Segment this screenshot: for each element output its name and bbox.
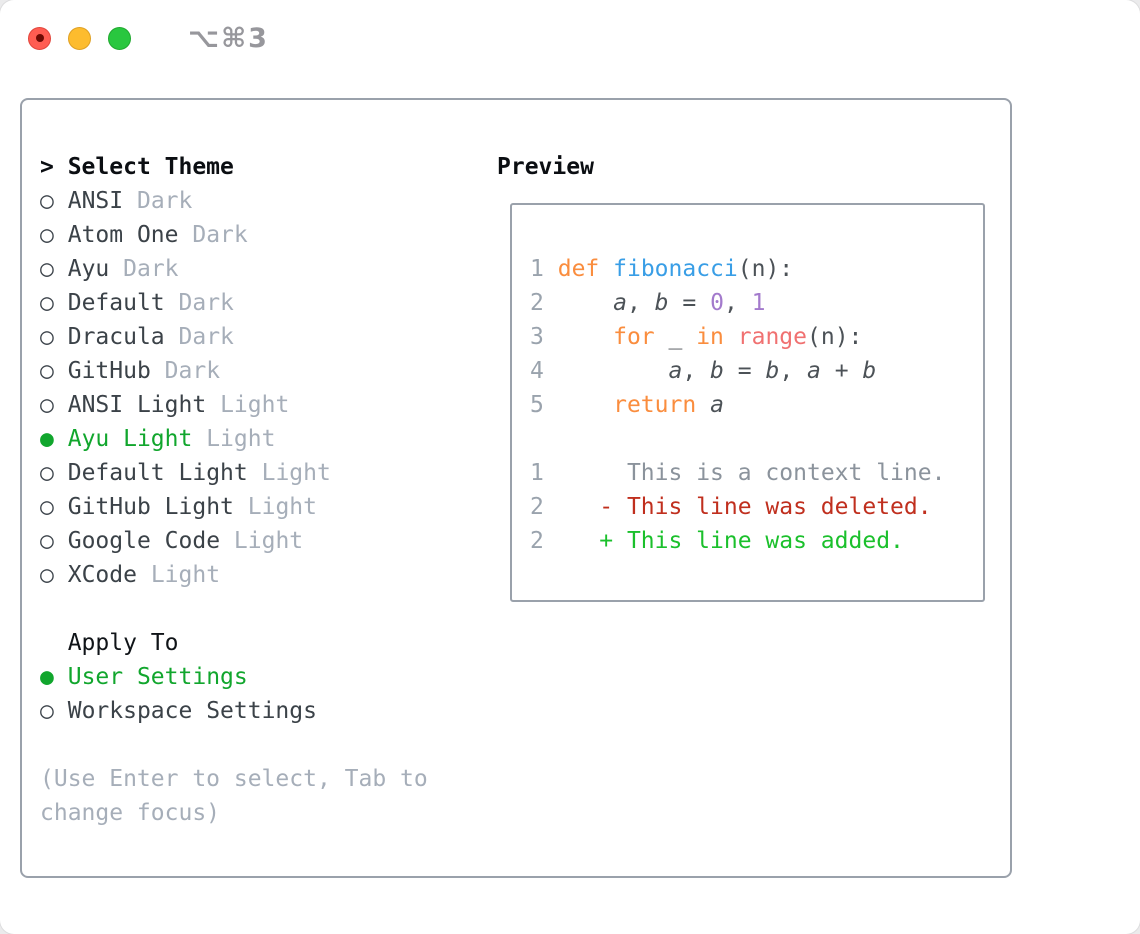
- apply-to-option[interactable]: ● User Settings: [40, 664, 248, 690]
- theme-item[interactable]: ○ XCode Light: [40, 562, 221, 588]
- theme-item[interactable]: ● Ayu Light Light: [40, 426, 276, 452]
- zoom-button[interactable]: [108, 26, 131, 50]
- preview-header: Preview: [497, 154, 594, 180]
- preview-code-box: 1 def fibonacci(n): 2 a, b = 0, 1 3 for _ …: [510, 203, 985, 602]
- theme-item[interactable]: ○ Ayu Dark: [40, 256, 179, 282]
- theme-item[interactable]: ○ Atom One Dark: [40, 222, 248, 248]
- title-bar: ⌥⌘3: [0, 0, 1140, 76]
- code-line: 4 a, b = b, a + b: [530, 358, 877, 384]
- select-theme-header: > Select Theme: [40, 154, 234, 180]
- theme-item[interactable]: ○ GitHub Light Light: [40, 494, 317, 520]
- theme-item[interactable]: ○ ANSI Dark: [40, 188, 193, 214]
- code-line: 1 This is a context line.: [530, 460, 946, 486]
- hint-text: (Use Enter to select, Tab to: [40, 766, 428, 792]
- hint-text: change focus): [40, 800, 221, 826]
- code-line: 5 return a: [530, 392, 724, 418]
- theme-item[interactable]: ○ GitHub Dark: [40, 358, 221, 384]
- close-button[interactable]: [28, 26, 51, 50]
- theme-picker-left-column: > Select Theme ○ ANSI Dark ○ Atom One Dark…: [40, 150, 428, 830]
- theme-picker-panel: > Select Theme ○ ANSI Dark ○ Atom One Dark…: [20, 98, 1012, 878]
- code-preview: 1 def fibonacci(n): 2 a, b = 0, 1 3 for _ …: [530, 252, 945, 558]
- minimize-button[interactable]: [68, 26, 91, 50]
- code-line: 2 - This line was deleted.: [530, 494, 932, 520]
- code-line: 2 a, b = 0, 1: [530, 290, 766, 316]
- theme-item[interactable]: ○ Dracula Dark: [40, 324, 234, 350]
- spacer-row: [40, 592, 428, 626]
- apply-to-header: Apply To: [67, 630, 179, 656]
- theme-item[interactable]: ○ ANSI Light Light: [40, 392, 290, 418]
- theme-item[interactable]: ○ Default Dark: [40, 290, 234, 316]
- code-line: 2 + This line was added.: [530, 528, 904, 554]
- theme-item[interactable]: ○ Google Code Light: [40, 528, 304, 554]
- theme-item[interactable]: ○ Default Light Light: [40, 460, 331, 486]
- window-title: ⌥⌘3: [188, 22, 269, 54]
- apply-to-option[interactable]: ○ Workspace Settings: [40, 698, 317, 724]
- spacer-row: [40, 728, 428, 762]
- code-line: 3 for _ in range(n):: [530, 324, 863, 350]
- code-line: [530, 422, 945, 456]
- code-line: 1 def fibonacci(n):: [530, 256, 794, 282]
